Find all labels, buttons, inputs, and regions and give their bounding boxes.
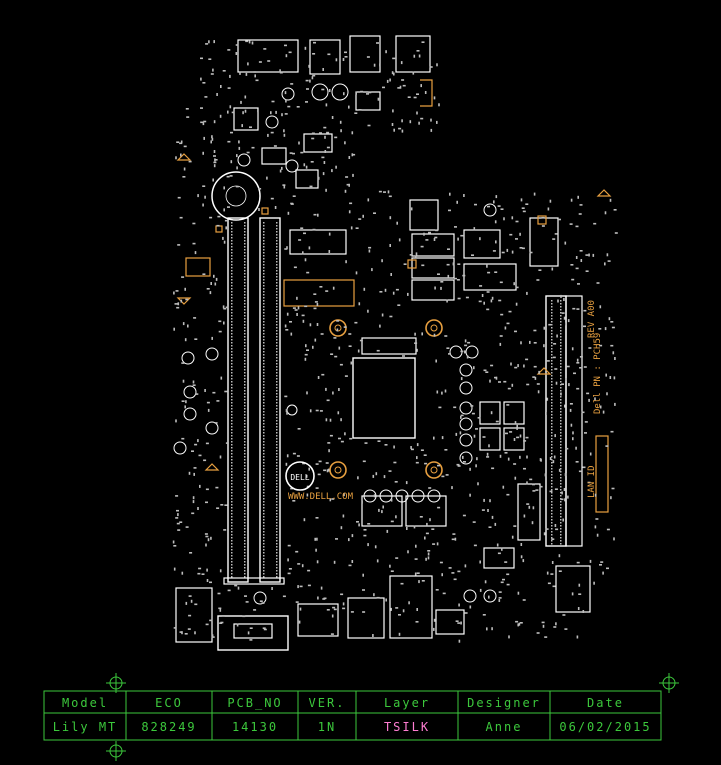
title-block-value-4: TSILK <box>384 720 430 734</box>
silk-www: WWW.DELL.COM <box>288 492 354 502</box>
mount-hole-1 <box>329 319 347 337</box>
silkscreen-labels: DELL WWW.DELL.COM REV A00 Dell PN : PCH5… <box>285 300 603 502</box>
lan-connector <box>389 575 433 639</box>
top-io-connector-2 <box>309 39 341 75</box>
title-block-header-0: Model <box>62 696 108 710</box>
usb-connector-2 <box>347 597 385 639</box>
silk-pn: Dell PN : PCH59 <box>593 333 603 414</box>
dimm-slot-2 <box>259 217 281 583</box>
top-io-connector-3 <box>349 35 381 73</box>
sata-connector-1 <box>411 233 455 257</box>
pch-chip <box>352 357 416 439</box>
mounting-holes <box>329 319 443 479</box>
title-block-value-2: 14130 <box>232 720 278 734</box>
title-block-header-1: ECO <box>155 696 183 710</box>
vga-connector <box>217 615 289 651</box>
title-block-value-6: 06/02/2015 <box>559 720 651 734</box>
orange-markers <box>176 79 612 513</box>
title-block-value-0: Lily MT <box>53 720 118 734</box>
title-block-header-2: PCB_NO <box>227 696 282 710</box>
silk-lan: LAN ID <box>587 465 597 498</box>
title-block-value-5: Anne <box>486 720 523 734</box>
sata-connector-3 <box>411 279 455 301</box>
capacitors <box>173 83 497 605</box>
smd-pad-field <box>172 40 618 643</box>
title-block-header-3: VER. <box>309 696 346 710</box>
dell-logo <box>285 461 315 491</box>
title-block: Model ECO PCB_NO VER. Layer Designer Date Lily… <box>43 673 679 761</box>
silk-rev: REV A00 <box>587 300 597 338</box>
usb-connector-1 <box>297 603 339 637</box>
top-io-connector-1 <box>237 39 299 73</box>
title-block-value-3: 1N <box>318 720 336 734</box>
title-block-header-6: Date <box>587 696 624 710</box>
cmos-battery <box>211 171 261 221</box>
dell-logo-text: DELL <box>290 473 309 482</box>
dimm-slot-1 <box>227 217 249 583</box>
title-block-value-1: 828249 <box>141 720 196 734</box>
title-block-header-5: Designer <box>467 696 541 710</box>
title-block-header-4: Layer <box>384 696 430 710</box>
mount-hole-3 <box>329 461 347 479</box>
mount-hole-4 <box>425 461 443 479</box>
